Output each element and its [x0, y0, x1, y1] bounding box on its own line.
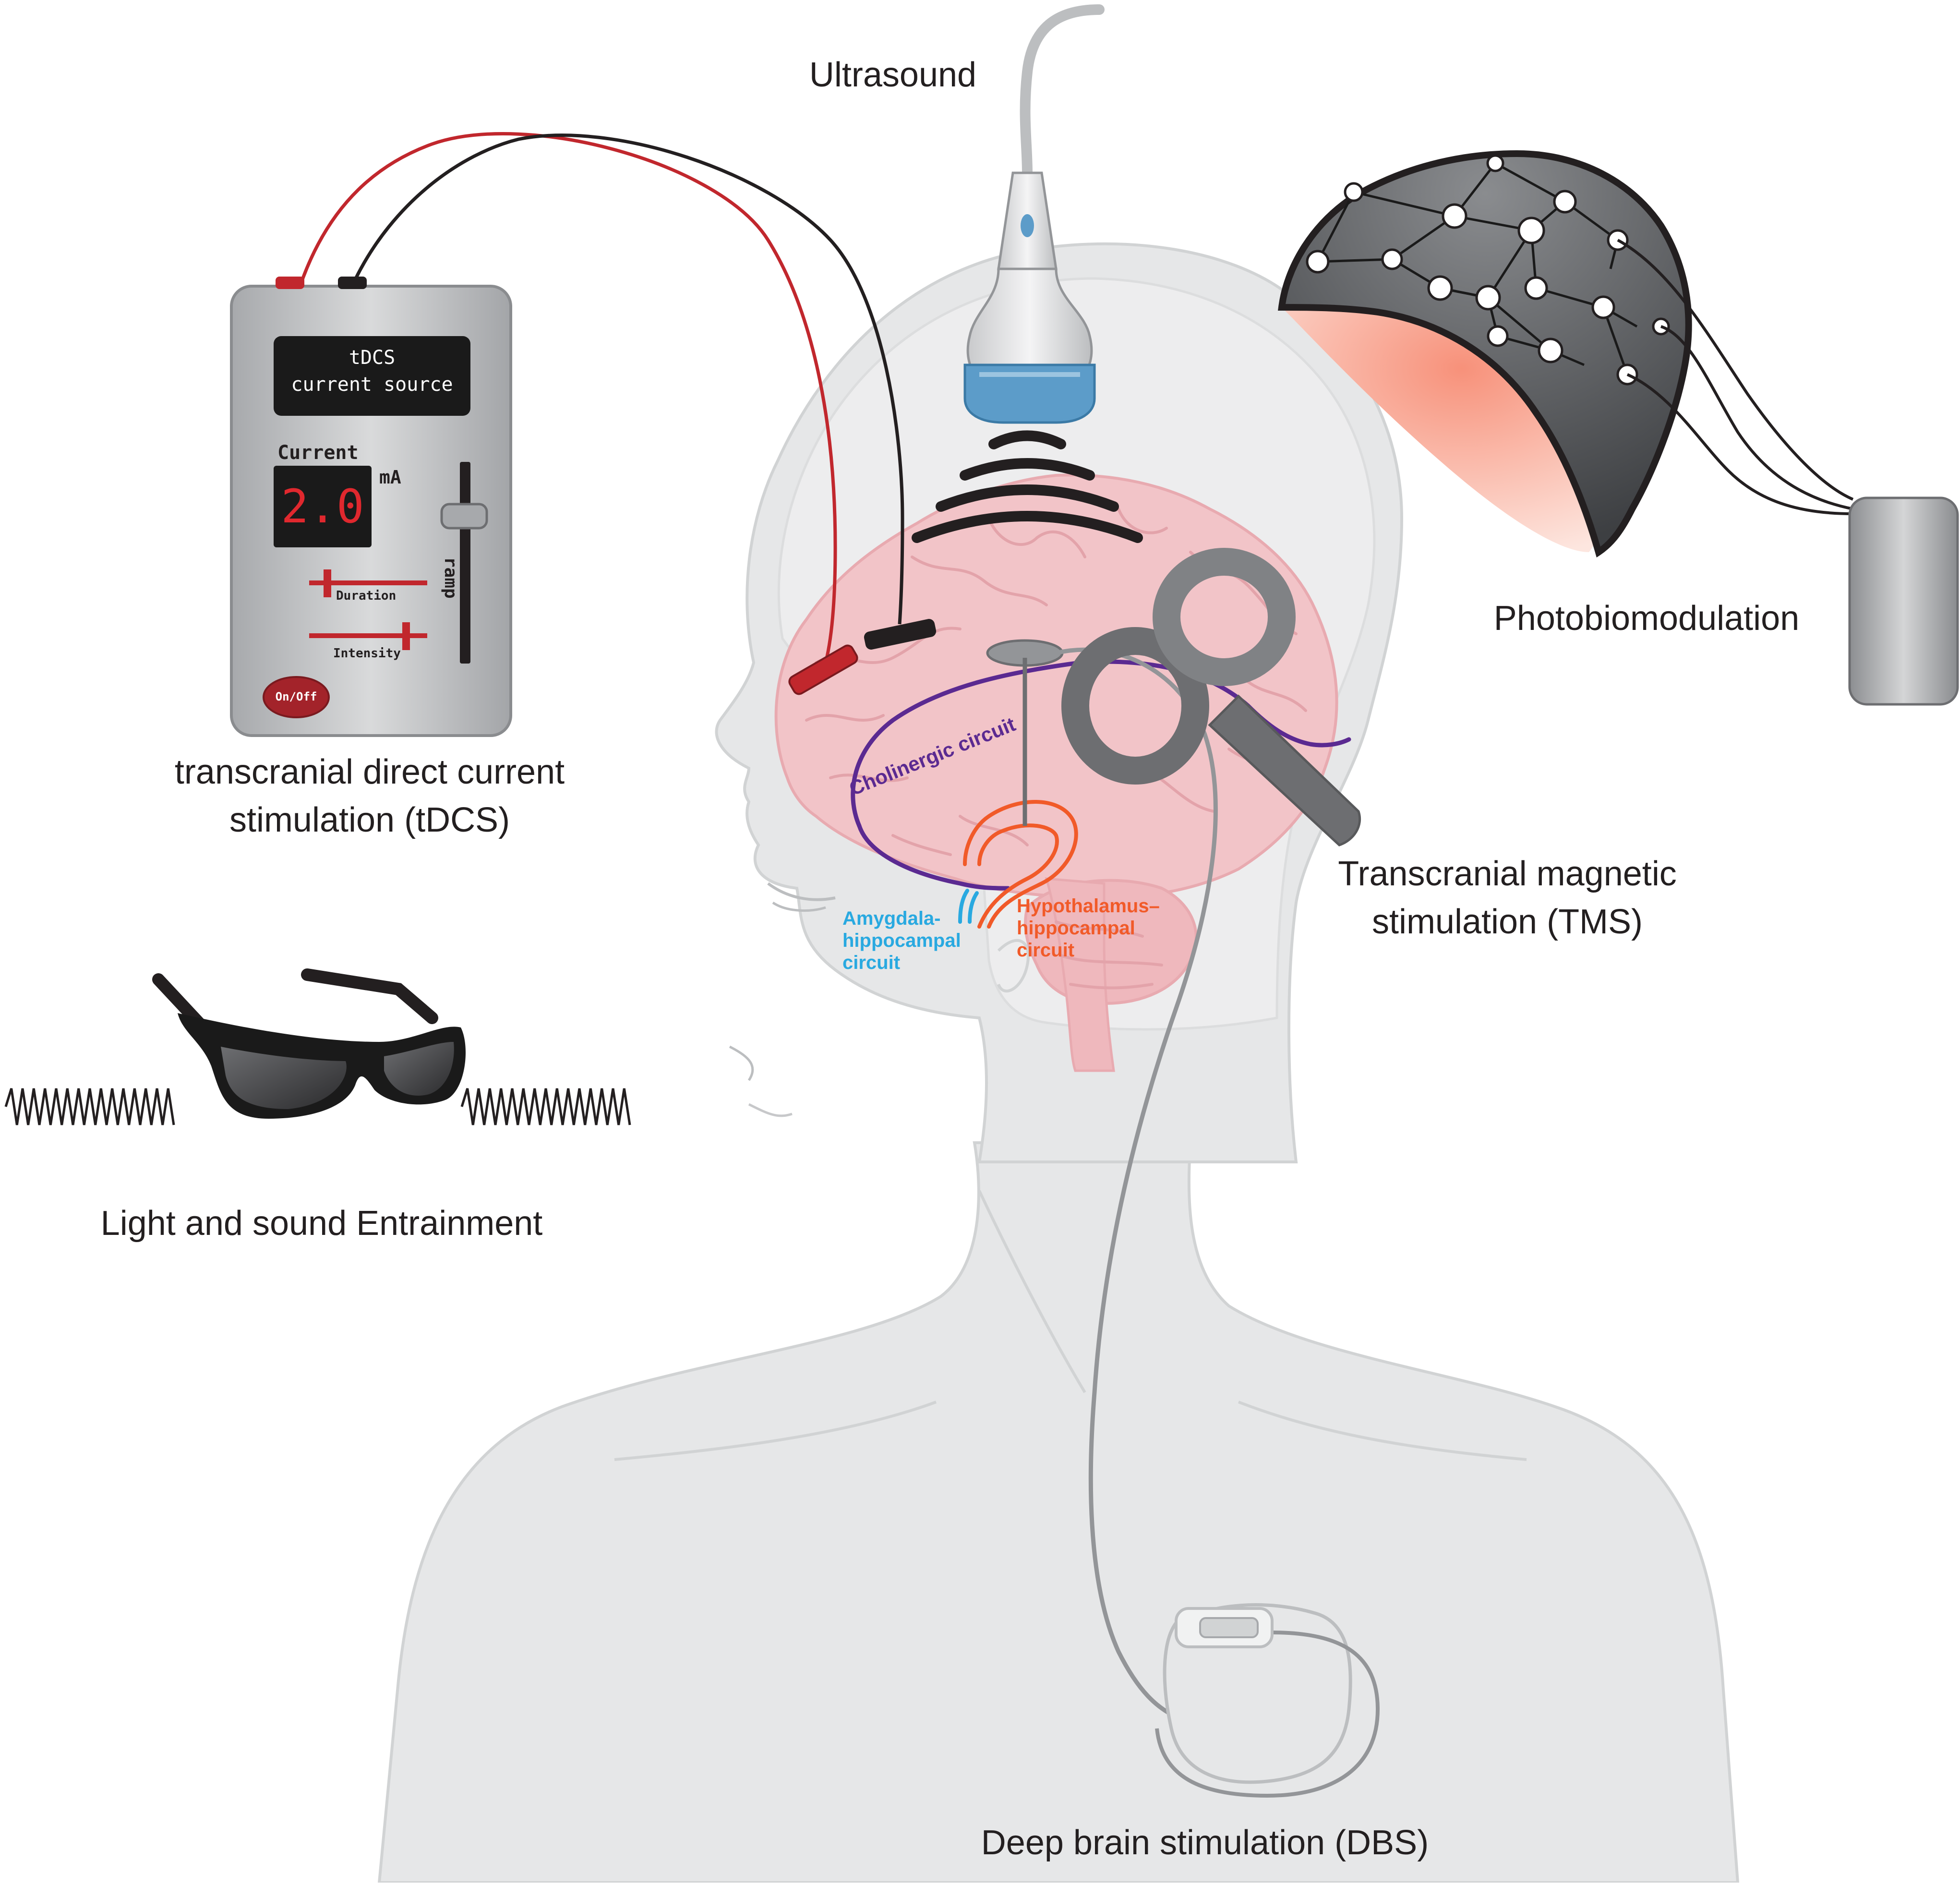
amygdala-circuit-line-a: [958, 889, 969, 924]
lips: [748, 1103, 793, 1117]
tdcs-wires: [301, 132, 904, 663]
tdcs-device: [230, 277, 512, 737]
nostril: [729, 1045, 754, 1081]
electrode-cathode: [864, 619, 937, 650]
neck-muscle: [978, 1190, 1086, 1393]
label-ultrasound: Ultrasound: [809, 56, 977, 94]
tdcs-screen-line2: current source: [291, 374, 453, 396]
dbs-pulse-generator: [1155, 1603, 1380, 1798]
tdcs-current-label: Current: [277, 442, 359, 464]
entrainment-glasses: [152, 968, 466, 1119]
electrode-anode: [788, 644, 858, 695]
label-amygdala-3: circuit: [842, 952, 901, 973]
ipg-loop: [1155, 1631, 1380, 1798]
tdcs-ramp-slider: [440, 503, 488, 530]
tms-coil-right: [1153, 548, 1296, 686]
torso: [377, 1141, 1740, 1884]
tms-handle: [1208, 694, 1361, 846]
tdcs-ramp-track: [460, 462, 470, 664]
photobiomodulation-device: [1278, 150, 1959, 706]
tdcs-unit: mA: [379, 467, 401, 488]
sound-wave-left: [4, 1088, 175, 1125]
label-tms-line2: stimulation (TMS): [1371, 903, 1643, 941]
probe-lens: [963, 363, 1096, 424]
label-tdcs-line1: transcranial direct current: [174, 753, 565, 791]
ultrasound-probe: [963, 4, 1105, 424]
tdcs-ramp-label: ramp: [441, 557, 460, 599]
glasses-right-arm: [301, 968, 438, 1024]
cap-optodes: [1306, 154, 1670, 386]
hypothalamus-circuit-inner: [977, 823, 1059, 929]
label-photobiomodulation: Photobiomodulation: [1493, 599, 1800, 638]
ultrasound-waves: [912, 430, 1143, 543]
eyelash: [772, 901, 826, 912]
tdcs-current-display: [274, 466, 372, 547]
label-hypothalamus-3: circuit: [1017, 940, 1075, 961]
ear: [997, 939, 1030, 993]
wire-black: [353, 133, 904, 625]
label-amygdala-1: Amygdala-: [842, 908, 941, 929]
power-button: [263, 676, 330, 718]
label-hypothalamus-2: hippocampal: [1017, 918, 1135, 939]
duration-slider-knob: [324, 569, 331, 597]
intensity-slider-knob: [402, 622, 410, 650]
tdcs-screen: [274, 336, 470, 416]
label-hypothalamus-1: Hypothalamus–: [1017, 895, 1160, 917]
tdcs-screen-line1: tDCS: [349, 347, 396, 369]
glasses-lens-left: [221, 1047, 347, 1109]
cholinergic-lower-line: [857, 823, 1010, 891]
glasses-lens-right: [384, 1042, 454, 1096]
label-entrainment: Light and sound Entrainment: [100, 1204, 543, 1243]
label-amygdala-2: hippocampal: [842, 930, 961, 951]
cap-battery-box: [1848, 496, 1959, 706]
collarbone-left: [614, 1401, 937, 1461]
tdcs-duration-label: Duration: [336, 589, 397, 603]
tms-coil-left: [1061, 627, 1209, 785]
ipg-body: [1163, 1603, 1352, 1784]
tdcs-terminal-red: [276, 277, 304, 289]
tdcs-current-value: 2.0: [281, 480, 364, 533]
collarbone-right: [1238, 1401, 1527, 1461]
amygdala-circuit-line-b: [968, 891, 979, 924]
tms-coil: [1061, 548, 1361, 846]
sound-waves: [4, 1088, 631, 1125]
sound-wave-right: [460, 1088, 631, 1125]
tdcs-power-label: On/Off: [275, 690, 317, 703]
label-tms-line1: Transcranial magnetic: [1338, 855, 1677, 893]
probe-cable: [1020, 4, 1105, 178]
label-tdcs-line2: stimulation (tDCS): [229, 801, 510, 839]
tdcs-terminal-black: [338, 277, 367, 289]
ipg-connector: [1199, 1617, 1259, 1638]
label-dbs: Deep brain stimulation (DBS): [981, 1824, 1429, 1862]
tdcs-intensity-label: Intensity: [333, 646, 401, 661]
eyelid: [767, 882, 836, 901]
wire-red: [301, 132, 837, 663]
probe-button: [1021, 214, 1034, 237]
cap-cables: [1617, 239, 1854, 515]
hypothalamus-circuit-outer: [963, 800, 1078, 929]
